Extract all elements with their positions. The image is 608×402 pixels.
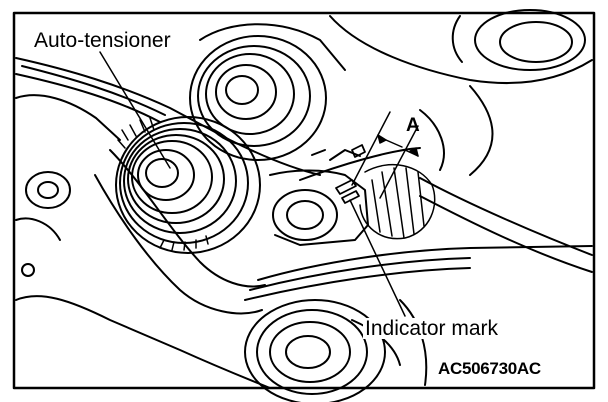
indicator-mark-label: Indicator mark xyxy=(363,317,501,340)
ribbed-cap xyxy=(359,164,436,240)
auto-tensioner-label: Auto-tensioner xyxy=(32,29,173,52)
figure-code-label: AC506730AC xyxy=(436,359,543,378)
drive-belt-upper xyxy=(15,57,321,176)
indicator-marks xyxy=(335,144,366,204)
figure-frame xyxy=(12,11,596,390)
bottom-pulley xyxy=(244,299,428,402)
indicator-mark-leader xyxy=(349,199,406,317)
upper-pulley xyxy=(189,23,346,161)
dimension-a-label: A xyxy=(406,115,420,136)
drive-belt-lower xyxy=(257,245,593,281)
engine-block-outline xyxy=(15,94,121,141)
tensioner-arm xyxy=(109,149,266,288)
top-right-pulley xyxy=(329,9,593,176)
auto-tensioner-leader xyxy=(99,51,171,169)
dimension-a xyxy=(351,111,419,199)
drive-belt-right xyxy=(299,147,593,256)
boss-left xyxy=(25,171,71,209)
engine-block-lower xyxy=(15,295,271,389)
auto-tensioner-pulley xyxy=(115,116,261,254)
